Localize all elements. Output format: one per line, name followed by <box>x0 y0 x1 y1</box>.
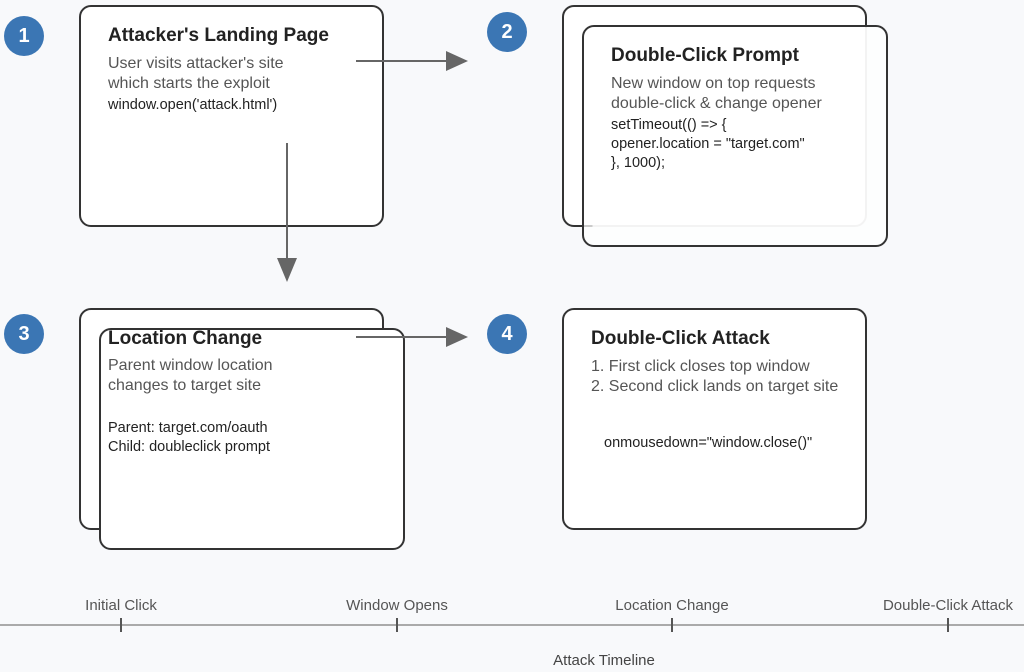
landing-page-card: Attacker's Landing Page User visits atta… <box>79 5 384 227</box>
code-line: Parent: target.com/oauth <box>108 420 268 436</box>
timeline-label-initial-click: Initial Click <box>85 597 157 614</box>
arrow-head-1-to-3 <box>277 258 297 282</box>
landing-page-code: window.open('attack.html') <box>108 96 277 115</box>
desc-line: 2. Second click lands on target site <box>591 378 839 395</box>
prompt-code: setTimeout(() => { opener.location = "ta… <box>611 116 805 173</box>
desc-line: Parent window location <box>108 357 273 374</box>
desc-line: 1. First click closes top window <box>591 358 810 375</box>
landing-page-description: User visits attacker's site which starts… <box>108 54 284 94</box>
desc-line: changes to target site <box>108 377 261 394</box>
desc-line: New window on top requests <box>611 75 816 92</box>
location-card: Location Change Parent window location c… <box>99 328 405 550</box>
code-line: onmousedown="window.close()" <box>604 435 813 451</box>
attack-title: Double-Click Attack <box>591 328 770 349</box>
prompt-description: New window on top requests double-click … <box>611 74 822 114</box>
location-code: Parent: target.com/oauth Child: doublecl… <box>108 419 270 457</box>
timeline-title: Attack Timeline <box>553 652 655 669</box>
code-line: setTimeout(() => { <box>611 117 727 133</box>
step-1-badge: 1 <box>4 16 44 56</box>
arrow-head-1-to-2 <box>446 51 468 71</box>
code-line: Child: doubleclick prompt <box>108 439 270 455</box>
timeline-label-window-opens: Window Opens <box>346 597 448 614</box>
location-description: Parent window location changes to target… <box>108 356 273 396</box>
desc-line: which starts the exploit <box>108 75 270 92</box>
attack-card: Double-Click Attack 1. First click close… <box>562 308 867 530</box>
location-title: Location Change <box>108 328 263 349</box>
step-4-badge: 4 <box>487 314 527 354</box>
timeline-label-double-click-attack: Double-Click Attack <box>882 597 1014 614</box>
desc-line: double-click & change opener <box>611 95 822 112</box>
prompt-card: Double-Click Prompt New window on top re… <box>582 25 888 247</box>
prompt-title: Double-Click Prompt <box>611 45 799 66</box>
arrow-head-3-to-4 <box>446 327 468 347</box>
code-line: opener.location = "target.com" <box>611 136 805 152</box>
landing-page-title: Attacker's Landing Page <box>108 25 329 46</box>
code-line: }, 1000); <box>611 155 666 171</box>
attack-code: onmousedown="window.close()" <box>604 434 812 453</box>
step-2-badge: 2 <box>487 12 527 52</box>
code-line: window.open('attack.html') <box>108 97 278 113</box>
step-3-badge: 3 <box>4 314 44 354</box>
attack-description: 1. First click closes top window 2. Seco… <box>591 357 838 397</box>
desc-line: User visits attacker's site <box>108 55 284 72</box>
timeline-label-location-change: Location Change <box>615 597 729 614</box>
